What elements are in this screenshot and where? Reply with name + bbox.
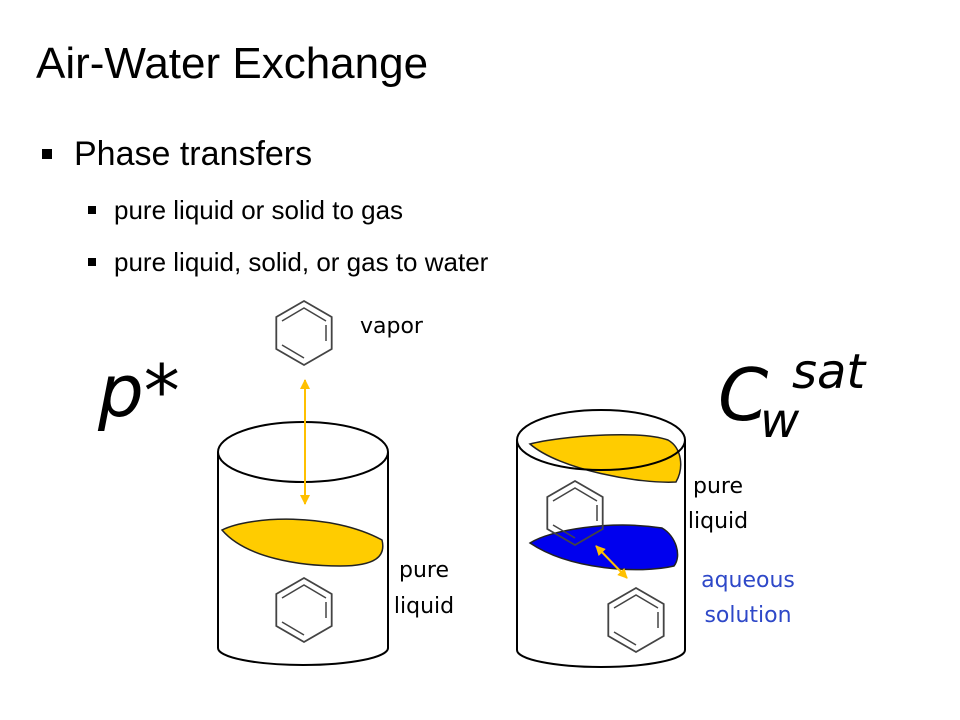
solubility-symbol-subscript: w: [760, 393, 800, 449]
square-bullet-icon: [88, 206, 96, 214]
right-liquid-label: liquid: [688, 509, 748, 534]
solubility-symbol-base: C: [718, 353, 769, 437]
right-pure-liquid-layer: [528, 434, 682, 483]
benzene-ring-icon: [546, 479, 604, 547]
benzene-ring-icon: [275, 576, 333, 644]
solubility-symbol-superscript: sat: [792, 344, 867, 400]
bullet-text: pure liquid, solid, or gas to water: [114, 247, 489, 277]
square-bullet-icon: [42, 149, 52, 159]
left-liquid-label: liquid: [394, 594, 454, 619]
benzene-ring-icon: [275, 299, 333, 367]
right-pure-label: pure: [693, 474, 743, 499]
square-bullet-icon: [88, 258, 96, 266]
left-pure-liquid-layer: [220, 518, 384, 567]
subbullet-to-water: pure liquid, solid, or gas to water: [88, 245, 488, 279]
aqueous-solubility-symbol: C w sat: [718, 344, 867, 449]
bullet-text: pure liquid or solid to gas: [114, 195, 404, 225]
liquid-water-exchange-arrow: [595, 545, 628, 579]
solution-label: solution: [704, 603, 791, 628]
vapor-pressure-symbol: p*: [97, 349, 180, 433]
benzene-ring-icon: [607, 586, 665, 654]
bullet-text: Phase transfers: [74, 135, 313, 173]
subbullet-liquid-solid-to-gas: pure liquid or solid to gas: [88, 193, 403, 227]
right-beaker: [516, 409, 686, 668]
vapor-label: vapor: [360, 314, 424, 339]
slide-title: Air-Water Exchange: [36, 39, 429, 88]
aqueous-label: aqueous: [701, 568, 795, 593]
left-beaker: [217, 421, 389, 666]
bullet-phase-transfers: Phase transfers: [42, 132, 312, 176]
left-pure-label: pure: [399, 558, 449, 583]
